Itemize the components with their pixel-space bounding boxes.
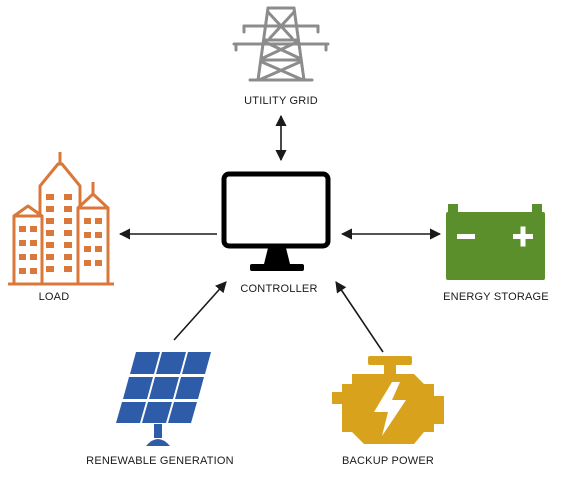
transmission-tower-icon: [232, 6, 330, 82]
controller-label: CONTROLLER: [240, 283, 317, 295]
energy-storage-label: ENERGY STORAGE: [443, 291, 549, 303]
backup-power-label: BACKUP POWER: [342, 455, 434, 467]
solar-panel-icon: [111, 349, 213, 446]
renewable-generation-label: RENEWABLE GENERATION: [86, 455, 234, 467]
battery-icon: [446, 204, 545, 280]
building-windows: [19, 194, 102, 274]
load-label: LOAD: [39, 291, 70, 303]
engine-generator-icon: [332, 356, 444, 444]
utility-grid-label: UTILITY GRID: [244, 95, 318, 107]
computer-monitor-icon: [221, 171, 331, 271]
arrow-backup-controller: [335, 281, 384, 353]
arrow-renewable-controller: [173, 281, 227, 341]
